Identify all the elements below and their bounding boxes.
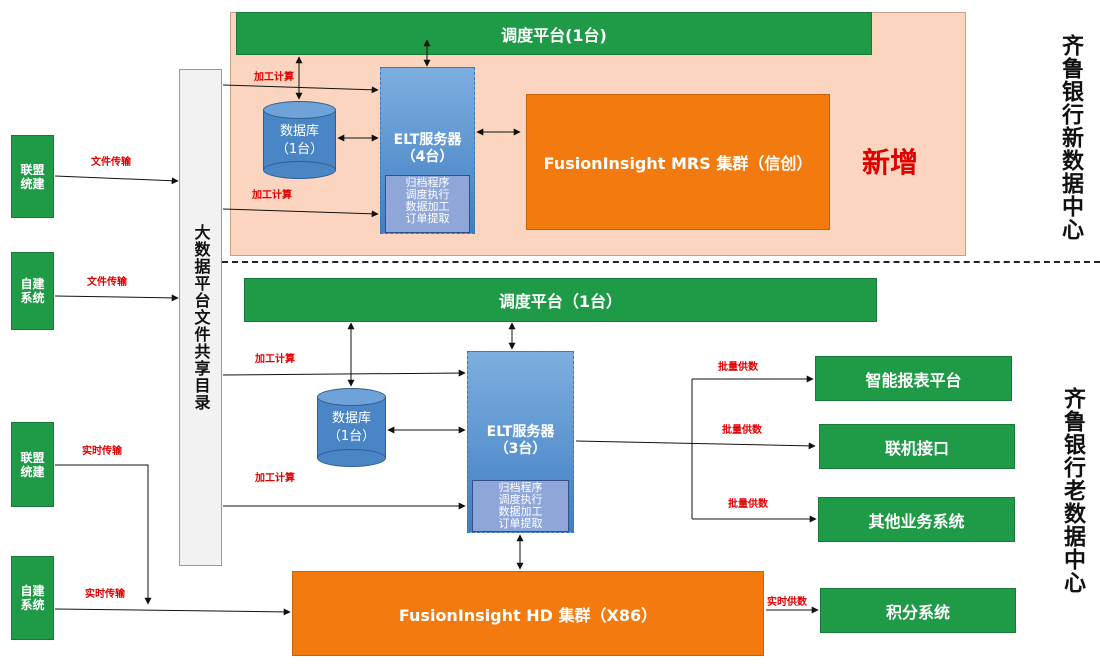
target-online-interface: 联机接口	[819, 424, 1015, 469]
arrow-old-process-1	[222, 369, 466, 377]
source-alliance-2-label: 联盟 统建	[20, 450, 45, 479]
source-alliance-2: 联盟 统建	[11, 422, 54, 507]
new-mrs-cluster-label: FusionInsight MRS 集群（信创）	[543, 154, 813, 173]
source-self-1: 自建 系统	[11, 252, 54, 330]
shared-directory-bar: 大数据平台文件共享目录	[179, 69, 222, 566]
label-new-process-2: 加工计算	[252, 190, 292, 201]
new-database-label: 数据库 （1台）	[275, 124, 324, 157]
old-elt-title: ELT服务器 （3台）	[486, 424, 555, 457]
old-center-title-box: 齐鲁银行老数据中心	[1052, 370, 1092, 610]
arrow-new-process-1	[222, 84, 379, 94]
old-hd-cluster: FusionInsight HD 集群（X86）	[292, 571, 764, 656]
source-alliance-1-label: 联盟 统建	[20, 162, 45, 191]
old-center-title: 齐鲁银行老数据中心	[1060, 386, 1085, 594]
old-hd-cluster-label: FusionInsight HD 集群（X86）	[398, 605, 658, 625]
label-file-transfer-1: 文件传输	[91, 157, 131, 168]
label-batch-1: 批量供数	[718, 362, 758, 373]
target-points-label: 积分系统	[885, 602, 950, 622]
target-online-label: 联机接口	[884, 438, 949, 458]
source-self-2: 自建 系统	[11, 556, 54, 640]
label-realtime-supply: 实时供数	[767, 597, 807, 608]
target-points-system: 积分系统	[820, 588, 1016, 633]
source-self-1-label: 自建 系统	[20, 277, 45, 305]
old-scheduler: 调度平台（1台）	[244, 278, 877, 322]
old-elt-server: ELT服务器 （3台） 归档程序 调度执行 数据加工 订单提取	[467, 351, 574, 533]
new-elt-sub: 归档程序 调度执行 数据加工 订单提取	[385, 175, 470, 233]
label-old-process-2: 加工计算	[255, 473, 295, 484]
label-file-transfer-2: 文件传输	[87, 277, 127, 288]
arrow-new-process-2	[222, 208, 379, 218]
source-alliance-1: 联盟 统建	[11, 135, 54, 218]
label-batch-2: 批量供数	[722, 425, 762, 436]
new-elt-server: ELT服务器 （4台） 归档程序 调度执行 数据加工 订单提取	[380, 67, 475, 234]
target-report-label: 智能报表平台	[865, 370, 962, 390]
old-scheduler-label: 调度平台（1台）	[498, 292, 623, 311]
arrow-elt-online	[575, 440, 816, 450]
new-elt-title: ELT服务器 （4台）	[393, 132, 462, 165]
shared-directory-label: 大数据平台文件共享目录	[191, 224, 211, 411]
target-report-platform: 智能报表平台	[815, 356, 1012, 401]
source-self-2-label: 自建 系统	[20, 584, 45, 612]
target-other-label: 其他业务系统	[868, 511, 965, 531]
target-other-systems: 其他业务系统	[818, 497, 1015, 542]
label-old-process-1: 加工计算	[255, 354, 295, 365]
new-scheduler-label: 调度平台(1台)	[501, 25, 607, 45]
new-center-title-box: 齐鲁银行新数据中心	[1050, 22, 1090, 252]
label-batch-3: 批量供数	[728, 499, 768, 510]
label-realtime-2: 实时传输	[85, 589, 125, 600]
label-new-process-1: 加工计算	[254, 72, 294, 83]
arrow-file-transfer-1	[54, 175, 179, 185]
new-center-title: 齐鲁银行新数据中心	[1058, 33, 1083, 241]
new-badge: 新增	[862, 146, 919, 179]
new-scheduler: 调度平台(1台)	[236, 12, 872, 55]
label-realtime-1: 实时传输	[82, 446, 122, 457]
datacenter-separator	[222, 261, 1100, 263]
arrow-realtime-1	[55, 464, 152, 605]
old-elt-sub: 归档程序 调度执行 数据加工 订单提取	[472, 480, 569, 532]
arrow-file-transfer-2	[54, 294, 179, 302]
old-database: 数据库 （1台）	[317, 388, 386, 467]
new-mrs-cluster: FusionInsight MRS 集群（信创）	[526, 94, 830, 230]
new-database: 数据库 （1台）	[263, 101, 336, 179]
old-database-label: 数据库 （1台）	[327, 411, 376, 444]
arrow-realtime-2	[54, 608, 291, 616]
